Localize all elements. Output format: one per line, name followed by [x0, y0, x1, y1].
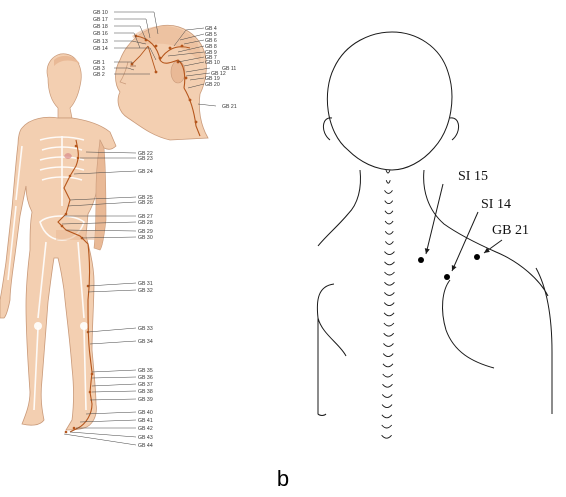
- body-leader-17: [90, 399, 136, 400]
- vertebra-mark: [382, 425, 392, 428]
- body-label-22: GB 44: [138, 443, 153, 449]
- vertebra-mark: [384, 272, 394, 275]
- head-label-left-8: GB 2: [93, 72, 105, 78]
- head-label-left-0: GB 10: [93, 10, 108, 16]
- si-14-label: SI 14: [481, 197, 511, 212]
- vertebra-mark: [385, 241, 393, 244]
- body-leader-12: [90, 341, 136, 344]
- si-15-leader: [426, 184, 443, 254]
- vertebra-mark: [386, 180, 390, 183]
- body-leader-16: [92, 391, 136, 392]
- body-leader-11: [88, 328, 136, 332]
- ear-right: [450, 118, 459, 140]
- head-inset: [116, 25, 209, 140]
- body-label-20: GB 42: [138, 426, 153, 432]
- shoulder-blade-left: [317, 284, 346, 356]
- head-label-left-4: GB 13: [93, 39, 108, 45]
- body-label-10: GB 32: [138, 288, 153, 294]
- vertebra-mark: [385, 211, 393, 214]
- body-label-11: GB 33: [138, 326, 153, 332]
- arm-left: [318, 318, 326, 416]
- vertebra-mark: [383, 374, 393, 377]
- body-leader-15: [92, 384, 136, 386]
- vertebra-mark: [383, 364, 393, 367]
- head-label-left-1: GB 17: [93, 17, 108, 23]
- body-label-17: GB 39: [138, 397, 153, 403]
- body-leader-13: [92, 370, 136, 372]
- si-15-point: [418, 257, 424, 263]
- vertebra-mark: [385, 221, 393, 224]
- head-label-right-11: GB 21: [222, 104, 237, 110]
- head-label-right-10: GB 20: [205, 82, 220, 88]
- vertebra-mark: [382, 415, 392, 418]
- body-label-14: GB 36: [138, 375, 153, 381]
- vertebra-mark: [384, 303, 394, 306]
- vertebra-mark: [386, 170, 390, 173]
- gb-21-point: [474, 254, 480, 260]
- body-label-19: GB 41: [138, 418, 153, 424]
- head-label-right-6: GB 10: [205, 60, 220, 66]
- si-14-point: [444, 274, 450, 280]
- body-label-18: GB 40: [138, 410, 153, 416]
- si-15-arrowhead: [425, 248, 430, 254]
- head-outline: [327, 32, 452, 170]
- vertebra-mark: [384, 252, 394, 255]
- gb-21-label: GB 21: [492, 223, 529, 238]
- vertebra-mark: [384, 292, 394, 295]
- vertebra-mark: [385, 231, 393, 234]
- head-label-left-3: GB 16: [93, 31, 108, 37]
- figure-caption: b: [0, 466, 566, 492]
- body-label-13: GB 35: [138, 368, 153, 374]
- body-label-1: GB 23: [138, 156, 153, 162]
- neck-left: [318, 170, 361, 246]
- body-label-6: GB 28: [138, 220, 153, 226]
- acupoints: SI 15 SI 14 GB 21: [418, 169, 529, 280]
- body-figure: [0, 54, 116, 434]
- vertebra-mark: [382, 405, 392, 408]
- vertebra-mark: [384, 282, 394, 285]
- body-label-21: GB 43: [138, 435, 153, 441]
- head-label-left-5: GB 14: [93, 46, 108, 52]
- vertebra-mark: [384, 323, 394, 326]
- vertebra-mark: [383, 343, 393, 346]
- vertebra-mark: [382, 384, 392, 387]
- vertebra-mark: [384, 333, 394, 336]
- vertebra-mark: [385, 201, 393, 204]
- body-leader-10: [88, 290, 136, 292]
- body-leader-14: [92, 377, 136, 378]
- shoulder-blade-right: [443, 280, 494, 368]
- vertebra-mark: [382, 435, 392, 438]
- vertebra-mark: [384, 313, 394, 316]
- vertebra-mark: [382, 394, 392, 397]
- body-label-8: GB 30: [138, 235, 153, 241]
- body-label-15: GB 37: [138, 382, 153, 388]
- vertebra-mark: [384, 190, 392, 193]
- body-label-9: GB 31: [138, 281, 153, 287]
- body-leader-9: [88, 283, 136, 286]
- vertebra-mark: [383, 354, 393, 357]
- body-leader-22: [64, 434, 136, 445]
- body-label-12: GB 34: [138, 339, 153, 345]
- body-label-4: GB 26: [138, 200, 153, 206]
- body-label-2: GB 24: [138, 169, 153, 175]
- si-15-label: SI 15: [458, 169, 488, 184]
- spine-vertebrae: [382, 170, 395, 438]
- vertebra-mark: [384, 262, 394, 265]
- head-label-left-2: GB 18: [93, 24, 108, 30]
- body-label-16: GB 38: [138, 389, 153, 395]
